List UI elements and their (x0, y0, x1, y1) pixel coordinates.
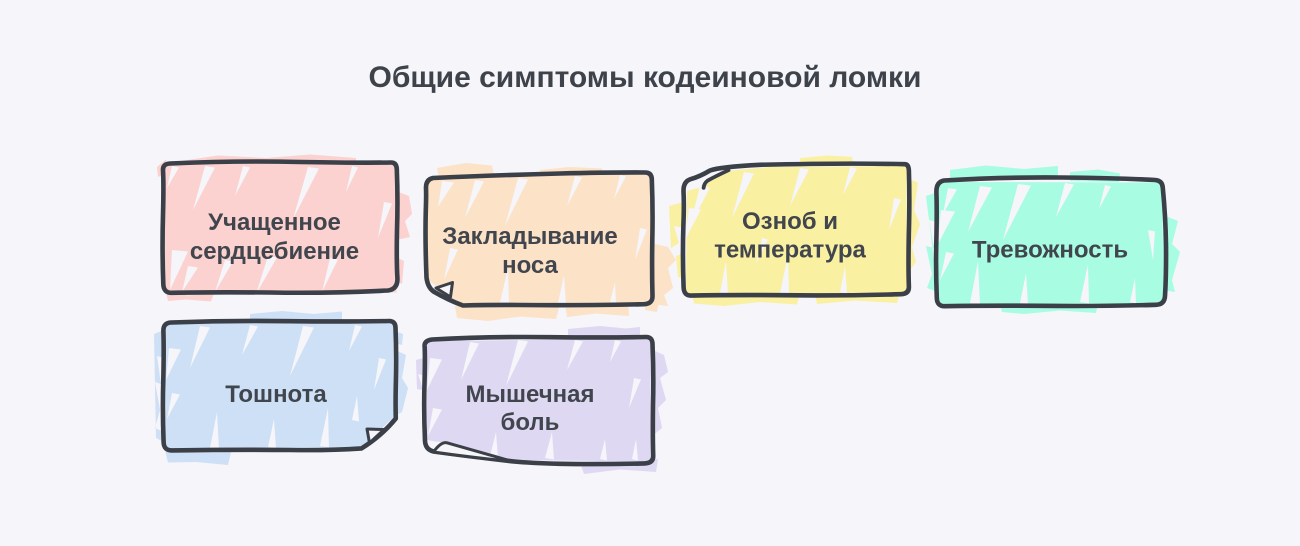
svg-text:Тревожность: Тревожность (972, 237, 1128, 264)
svg-text:температура: температура (714, 237, 866, 264)
svg-text:Озноб и: Озноб и (742, 208, 838, 235)
svg-text:Общие симптомы кодеиновой ломк: Общие симптомы кодеиновой ломки (368, 61, 921, 94)
svg-text:сердцебиение: сердцебиение (190, 238, 359, 265)
svg-text:Учащенное: Учащенное (208, 209, 341, 236)
svg-text:носа: носа (502, 252, 558, 279)
svg-text:Закладывание: Закладывание (442, 223, 617, 250)
svg-text:Мышечная: Мышечная (465, 381, 594, 408)
svg-text:боль: боль (501, 409, 560, 436)
svg-text:Тошнота: Тошнота (225, 381, 327, 408)
